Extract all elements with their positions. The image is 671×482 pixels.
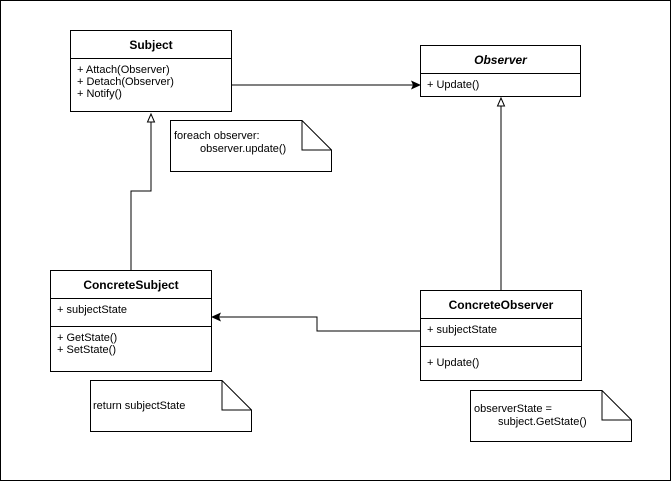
class-subject[interactable]: Subject + Attach(Observer) + Detach(Obse… <box>70 30 232 112</box>
generalization-triangle-subject <box>146 112 156 123</box>
class-concrete-subject-operations: + GetState() + SetState() <box>51 327 211 371</box>
generalization-triangle-observer <box>496 96 506 107</box>
class-observer-name: Observer <box>421 46 580 74</box>
note-getstate-line1: return subjectState <box>93 400 186 412</box>
note-shape <box>170 120 332 172</box>
association-arrowhead <box>411 80 421 90</box>
note-observer-state-line1: observerState = <box>474 403 552 415</box>
concrete-subject-generalization <box>130 122 152 271</box>
class-observer[interactable]: Observer + Update() <box>420 45 581 97</box>
class-concrete-observer[interactable]: ConcreteObserver + subjectState + Update… <box>420 290 582 381</box>
note-shape <box>90 380 252 432</box>
note-notify-line1: foreach observer: <box>174 130 260 142</box>
operation-detach: + Detach(Observer) <box>77 76 174 88</box>
class-subject-operations: + Attach(Observer) + Detach(Observer) + … <box>71 59 231 111</box>
class-concrete-subject[interactable]: ConcreteSubject + subjectState + GetStat… <box>50 270 212 372</box>
operation-notify: + Notify() <box>77 88 122 100</box>
operation-set-state: + SetState() <box>57 344 117 356</box>
operation-get-state: + GetState() <box>57 332 118 344</box>
class-concrete-subject-attributes: + subjectState <box>51 299 211 327</box>
class-concrete-observer-operations: + Update() <box>421 347 581 380</box>
attribute-subject-state: + subjectState <box>427 324 498 336</box>
class-concrete-subject-name: ConcreteSubject <box>51 271 211 299</box>
observer-subject-association <box>219 316 421 332</box>
attribute-subject-state: + subjectState <box>57 304 128 316</box>
operation-update: + Update() <box>427 357 480 369</box>
class-subject-name: Subject <box>71 31 231 59</box>
note-observer-state[interactable]: observerState = subject.GetState() <box>470 390 632 442</box>
class-observer-operations: + Update() <box>421 74 580 96</box>
operation-attach: + Attach(Observer) <box>77 64 170 76</box>
note-shape <box>470 390 632 442</box>
note-observer-state-line2: subject.GetState() <box>498 416 587 428</box>
class-concrete-observer-attributes: + subjectState <box>421 319 581 347</box>
association-arrowhead-2 <box>211 312 221 322</box>
note-getstate[interactable]: return subjectState <box>90 380 252 432</box>
note-notify-line2: observer.update() <box>200 143 287 155</box>
class-concrete-observer-name: ConcreteObserver <box>421 291 581 319</box>
note-notify[interactable]: foreach observer: observer.update() <box>170 120 332 172</box>
operation-update: + Update() <box>427 79 480 91</box>
